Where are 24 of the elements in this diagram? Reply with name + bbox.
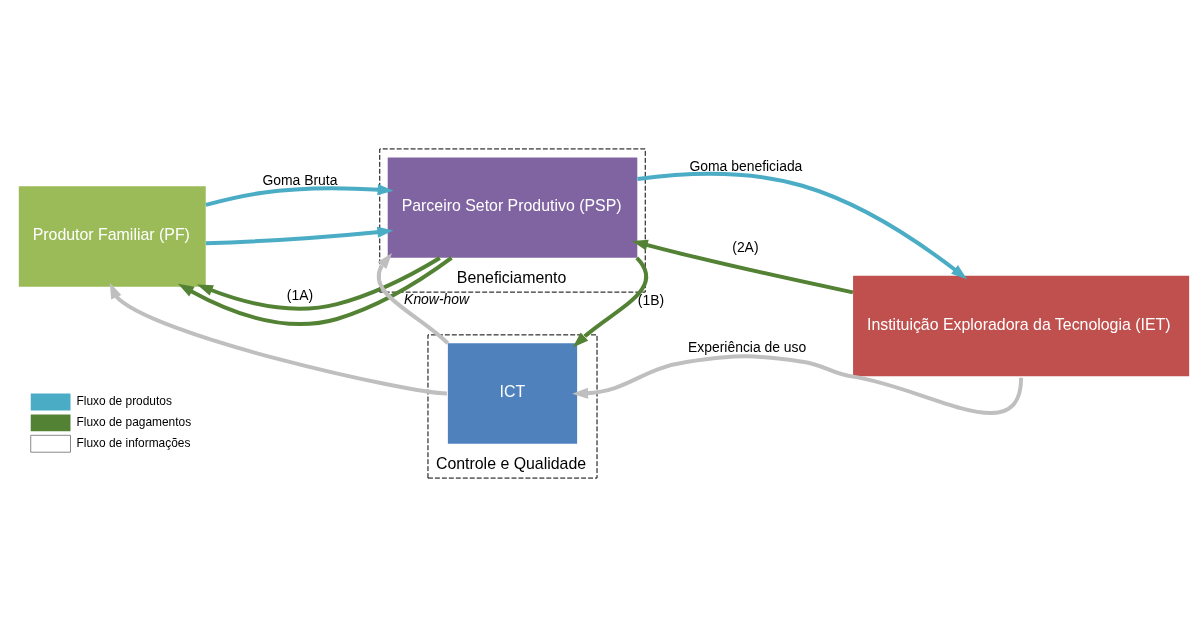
- node-box: ICT: [447, 342, 578, 444]
- legend-label: Fluxo de pagamentos: [76, 414, 192, 429]
- arrow: [109, 282, 448, 396]
- edge-label: (2A): [732, 238, 759, 255]
- legend-label: Fluxo de produtos: [76, 393, 172, 408]
- arrow: [205, 226, 394, 245]
- edge-label: Goma beneficiada: [689, 157, 803, 174]
- edge-label: (1A): [286, 286, 314, 303]
- arrow: [572, 256, 649, 347]
- arrow: [197, 255, 441, 310]
- node-box: Instituição Exploradora da Tecnologia (IET): [853, 275, 1190, 376]
- legend-label: Fluxo de informações: [76, 435, 191, 450]
- arrow: [376, 252, 450, 345]
- edge-label: Goma Bruta: [262, 171, 338, 188]
- arrow: [637, 171, 968, 279]
- edge-label: Know-how: [404, 290, 470, 307]
- arrow: [631, 239, 854, 294]
- node-box: Produtor Familiar (PF): [18, 185, 206, 287]
- arrow: [205, 183, 394, 207]
- arrow: [177, 255, 453, 326]
- node-box: Parceiro Setor Produtivo (PSP): [387, 156, 638, 258]
- arrow: [572, 353, 1024, 415]
- edge-label: Experiência de uso: [688, 338, 807, 355]
- edge-label: (1B): [637, 291, 665, 308]
